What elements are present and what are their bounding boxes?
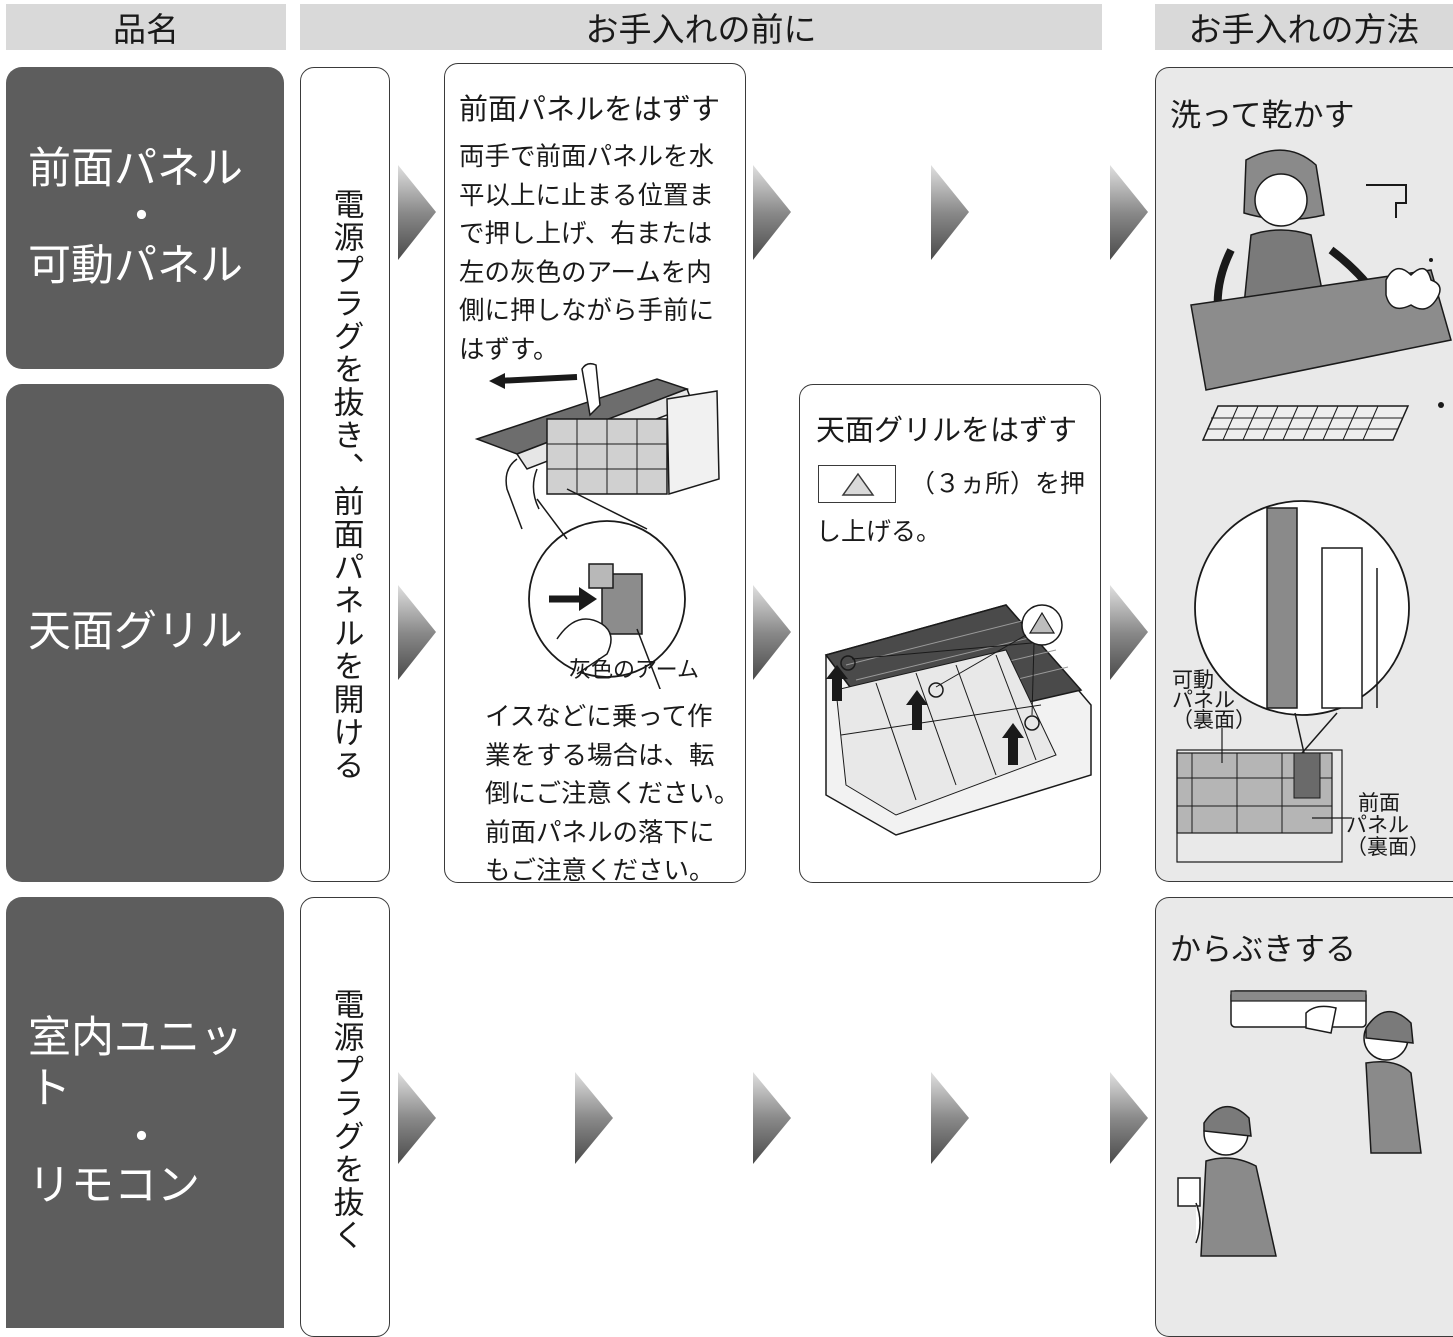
- step-remove-front-panel: 前面パネルをはずす 両手で前面パネルを水 平以上に止まる位置ま で押し上げ、右ま…: [444, 63, 749, 886]
- prep-unplug: 電源プラグを抜く: [300, 897, 390, 1337]
- illustration-wiping: [1177, 990, 1422, 1257]
- step-panel-note-line: 業をする場合は、転: [485, 740, 715, 771]
- label-line: パネル: [1172, 688, 1235, 712]
- prep-unplug-open-text: 電源プラグを抜き、前面パネルを開ける: [327, 188, 364, 782]
- header-method: お手入れの方法: [1155, 4, 1453, 50]
- step-panel-note: イスなどに乗って作 業をする場合は、転 倒にご注意ください。 前面パネルの落下に…: [485, 698, 747, 891]
- step-remove-top-grill: 天面グリルをはずす （３ヵ所）を押 し上げる。: [799, 384, 1101, 883]
- flow-arrow: [1110, 165, 1148, 260]
- method-wipe-title: からぶきする: [1170, 932, 1356, 968]
- item-movable-panel-label: 可動パネル: [28, 240, 243, 291]
- label-line: パネル: [1346, 813, 1409, 837]
- flow-arrow: [1110, 1072, 1148, 1164]
- illustration-washing: [1190, 149, 1452, 433]
- illustration-grill-part: [1201, 405, 1410, 441]
- method-wash-title: 洗って乾かす: [1170, 98, 1355, 134]
- flow-arrow: [753, 165, 791, 260]
- step-panel-title: 前面パネルをはずす: [459, 92, 721, 126]
- illustration-panel-back: [1176, 500, 1410, 863]
- header-before: お手入れの前に: [300, 4, 1102, 50]
- step-panel-note-line: 倒にご注意ください。: [485, 779, 740, 809]
- front-panel-label: 前面 パネル （裏面）: [1346, 792, 1430, 858]
- method-dry-wipe: からぶきする: [1155, 897, 1453, 1337]
- flow-arrow: [753, 1072, 791, 1164]
- step-panel-line: 左の灰色のアームを内: [459, 257, 712, 288]
- gray-arm-label: 灰色のアーム: [569, 658, 700, 683]
- header-method-label: お手入れの方法: [1188, 10, 1420, 49]
- label-line: 可動: [1172, 668, 1214, 692]
- flow-arrow: [398, 585, 436, 680]
- step-panel-body: 両手で前面パネルを水 平以上に止まる位置ま で押し上げ、右または 左の灰色のアー…: [459, 138, 749, 369]
- item-indoor-unit-label: 室内ユニット: [28, 1012, 243, 1115]
- item-separator-dot: ・: [120, 192, 163, 243]
- step-grill-line: （３ヵ所）を押: [910, 469, 1086, 498]
- step-grill-line: し上げる。: [816, 517, 942, 546]
- item-top-grill-label: 天面グリル: [28, 607, 243, 658]
- movable-panel-label: 可動 パネル （裏面）: [1172, 668, 1256, 732]
- label-line: 前面: [1358, 791, 1400, 815]
- step-grill-title: 天面グリルをはずす: [816, 413, 1078, 447]
- item-front-panel-label: 前面パネル: [28, 143, 243, 194]
- header-product: 品名: [6, 4, 286, 50]
- illustration-remove-panel: [474, 362, 720, 689]
- triangle-mark-icon: [841, 472, 875, 496]
- step-panel-line: はずす。: [459, 334, 559, 365]
- item-indoor-unit: 室内ユニット ・ リモコン: [6, 897, 284, 1328]
- illustration-remove-grill: [824, 604, 1092, 836]
- label-line: （裏面）: [1346, 835, 1430, 859]
- step-panel-line: 両手で前面パネルを水: [459, 142, 715, 172]
- item-top-grill: 天面グリル: [6, 384, 284, 882]
- flow-arrow: [398, 165, 436, 260]
- header-product-label: 品名: [113, 10, 179, 49]
- flow-arrow: [1110, 585, 1148, 680]
- prep-unplug-open: 電源プラグを抜き、前面パネルを開ける: [300, 67, 390, 882]
- flow-arrow: [931, 1072, 969, 1164]
- header-before-label: お手入れの前に: [585, 10, 817, 49]
- flow-arrow: [753, 585, 791, 680]
- label-line: （裏面）: [1172, 708, 1256, 732]
- step-panel-note-line: もご注意ください。: [485, 856, 715, 886]
- prep-unplug-text: 電源プラグを抜く: [327, 988, 364, 1252]
- item-remote-label: リモコン: [28, 1160, 200, 1211]
- step-panel-line: 平以上に止まる位置ま: [459, 180, 715, 211]
- item-separator-dot: ・: [120, 1112, 163, 1163]
- step-panel-line: で押し上げ、右または: [459, 219, 713, 249]
- item-front-panel: 前面パネル ・ 可動パネル: [6, 67, 284, 369]
- flow-arrow: [398, 1072, 436, 1164]
- step-panel-note-line: 前面パネルの落下に: [485, 817, 715, 848]
- step-panel-line: 側に押しながら手前に: [459, 296, 715, 326]
- step-panel-note-line: イスなどに乗って作: [485, 702, 713, 732]
- push-point-marker: [818, 465, 896, 503]
- flow-arrow: [931, 165, 969, 260]
- method-wash-dry: 洗って乾かす 可動 パ: [1155, 67, 1453, 882]
- flow-arrow: [575, 1072, 613, 1164]
